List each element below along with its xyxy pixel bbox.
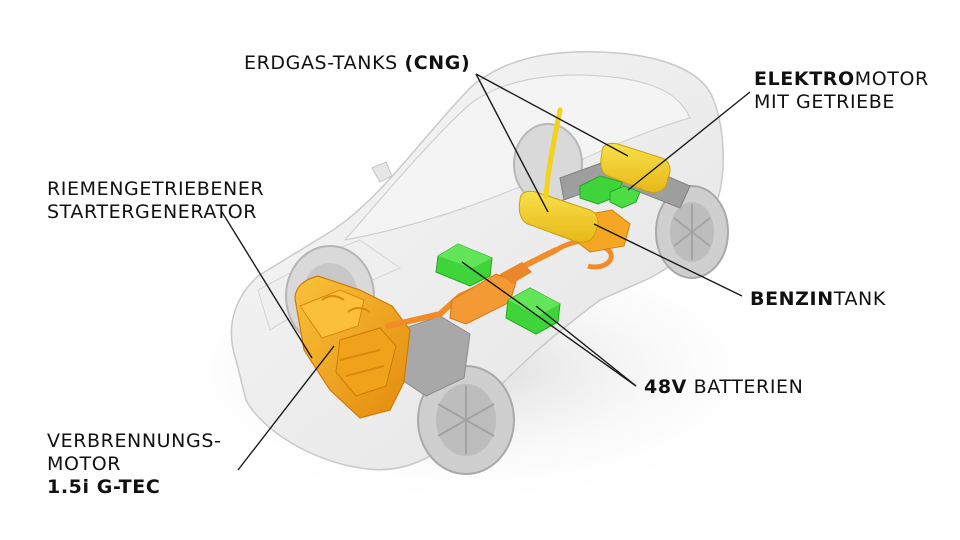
label-starter-line2: STARTERGENERATOR [47,201,258,223]
label-cng-bold: (CNG) [404,52,471,74]
exhaust-system [385,238,614,329]
battery-48v-front [435,243,493,287]
side-mirror [371,161,393,183]
label-cng-tanks: ERDGAS-TANKS (CNG) [244,52,470,75]
leader-battery-front [461,261,637,387]
label-startergenerator: RIEMENGETRIEBENER STARTERGENERATOR [47,178,264,224]
leader-cng-front [475,73,549,213]
label-benzintank: BENZINTANK [750,288,886,311]
cng-filler-pipe [543,107,563,199]
wheel-rear-right [655,185,729,279]
cng-tank-front [518,190,599,243]
label-cng-regular: ERDGAS-TANKS [244,52,405,74]
leader-cng-rear [475,73,629,157]
label-batterien-regular: BATTERIEN [686,376,804,398]
leader-starter [221,211,313,359]
leader-verbrennung [237,345,335,471]
combustion-engine [294,275,411,419]
wheel-front-right [417,365,515,475]
label-benzin-bold: BENZIN [750,288,834,310]
cng-tank-rear [600,142,671,193]
leader-elektromotor [627,91,751,191]
label-elektromotor: ELEKTROMOTOR MIT GETRIEBE [754,68,929,114]
label-verbrennung-line3: 1.5i G-TEC [47,476,161,498]
label-verbrennung-line1: VERBRENNUNGS- [47,430,222,452]
label-batterien-bold: 48V [644,376,687,398]
label-verbrennung-line2: MOTOR [47,453,122,475]
label-verbrennungsmotor: VERBRENNUNGS- MOTOR 1.5i G-TEC [47,430,221,499]
leader-benzin [593,223,743,297]
leader-battery-rear [535,305,637,387]
label-elektromotor-bold: ELEKTRO [754,68,855,90]
label-elektromotor-regular: MOTOR [854,68,929,90]
electric-motor [579,175,641,209]
label-benzin-regular: TANK [833,288,886,310]
label-elektromotor-line2: MIT GETRIEBE [754,91,896,113]
label-starter-line1: RIEMENGETRIEBENER [47,178,265,200]
label-batterien: 48V BATTERIEN [644,376,803,399]
